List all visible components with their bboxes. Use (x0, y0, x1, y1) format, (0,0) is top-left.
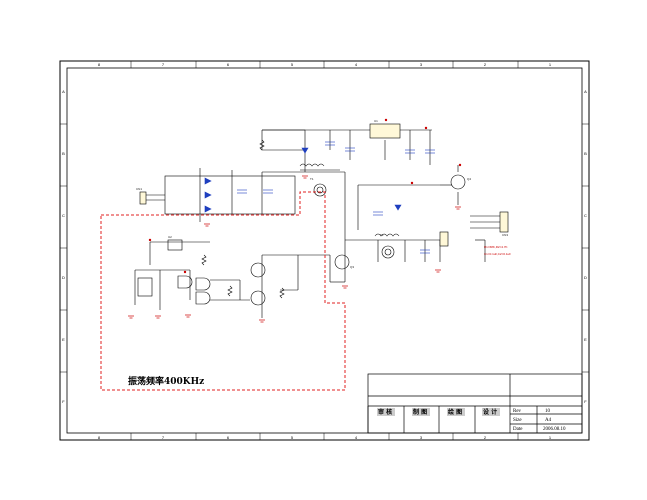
zone-label-top: 4 (355, 435, 358, 440)
zone-label-side: D (62, 275, 65, 280)
field-size-value: A4 (545, 418, 552, 423)
zone-label-side: A (584, 89, 587, 94)
field-size-label: Size (513, 418, 522, 423)
transistor-q2 (250, 290, 266, 306)
label-transformer-1: T1 (310, 177, 314, 181)
oscillator-region-outline (100, 191, 346, 391)
zone-label-top: 7 (162, 62, 165, 67)
zone-label-top: 3 (420, 62, 423, 67)
zone-label-top: 2 (484, 62, 487, 67)
zone-label-side: B (584, 151, 587, 156)
zone-label-top: 1 (549, 435, 552, 440)
frequency-annotation: 振荡频率400KHz (128, 375, 204, 387)
red-markers (148, 118, 462, 274)
field-date-value: 2006.08.10 (543, 427, 566, 432)
zone-label-top: 6 (227, 62, 230, 67)
label-power-transistor: Q3 (350, 265, 354, 269)
label-oscillator-chip: U2 (168, 235, 172, 239)
zone-label-side: C (62, 213, 65, 218)
transistor-q1 (250, 262, 266, 278)
zone-label-top: 5 (291, 435, 294, 440)
zone-label-top: 1 (549, 62, 552, 67)
red-note-1: R1=68K,R2=4.7K (484, 245, 508, 249)
zone-label-top: 7 (162, 435, 165, 440)
red-note-2: C1=0.1uF,C2=0.1uF (484, 252, 511, 256)
zone-ticks (60, 61, 589, 440)
zone-label-top: 4 (355, 62, 358, 67)
zone-label-side: D (584, 275, 587, 280)
transistor-q4 (450, 174, 466, 190)
signoff-review: 审 核 (378, 408, 392, 416)
output-connector-bottom (439, 231, 449, 247)
components (137, 123, 509, 306)
field-rev-label: Rev (513, 409, 522, 414)
zone-label-top: 8 (98, 62, 101, 67)
title-block-fields: Rev 10 Size A4 Date 2006.08.10 (513, 409, 566, 432)
label-output-connector: CN3 (502, 233, 508, 237)
signoff-drafting: 制 图 (413, 408, 427, 416)
outer-frame (59, 60, 590, 441)
zone-label-side: F (584, 399, 587, 404)
transformer-t2-coil (381, 245, 395, 259)
zone-label-side: A (62, 89, 65, 94)
zone-label-top: 6 (227, 435, 230, 440)
label-output-transistor: Q4 (467, 177, 471, 181)
input-connector (139, 191, 147, 205)
signoff-design: 设 计 (483, 408, 497, 416)
zone-label-side: F (62, 399, 65, 404)
transformer-t1-coil (313, 183, 327, 197)
title-block (367, 373, 583, 434)
zone-label-side: E (584, 337, 587, 342)
zone-label-side: E (62, 337, 65, 342)
ground-symbols (128, 175, 461, 323)
circuit-wiring (134, 129, 500, 318)
label-input-connector: CN1 (136, 187, 142, 191)
signoff-drawing: 绘 图 (448, 408, 462, 416)
field-date-label: Date (513, 427, 523, 432)
transistor-q3 (334, 254, 350, 270)
zone-label-top: 8 (98, 435, 101, 440)
zone-label-top: 2 (484, 435, 487, 440)
output-connector-right (499, 211, 509, 233)
regulator-ic (369, 123, 401, 139)
zone-labels-top: 8 8 7 7 6 6 5 5 4 4 3 3 2 2 1 1 (98, 62, 552, 440)
field-rev-value: 10 (545, 409, 551, 414)
zone-label-top: 5 (291, 62, 294, 67)
zone-label-side: B (62, 151, 65, 156)
signoff-labels: 审 核 制 图 绘 图 设 计 (377, 408, 500, 416)
inner-frame (66, 67, 583, 434)
label-regulator: U1 (374, 119, 378, 123)
zone-label-side: C (584, 213, 587, 218)
zone-label-top: 3 (420, 435, 423, 440)
zone-labels-side: A A B B C C D D E E F F (62, 89, 587, 404)
label-transformer-2: T2 (380, 233, 384, 237)
